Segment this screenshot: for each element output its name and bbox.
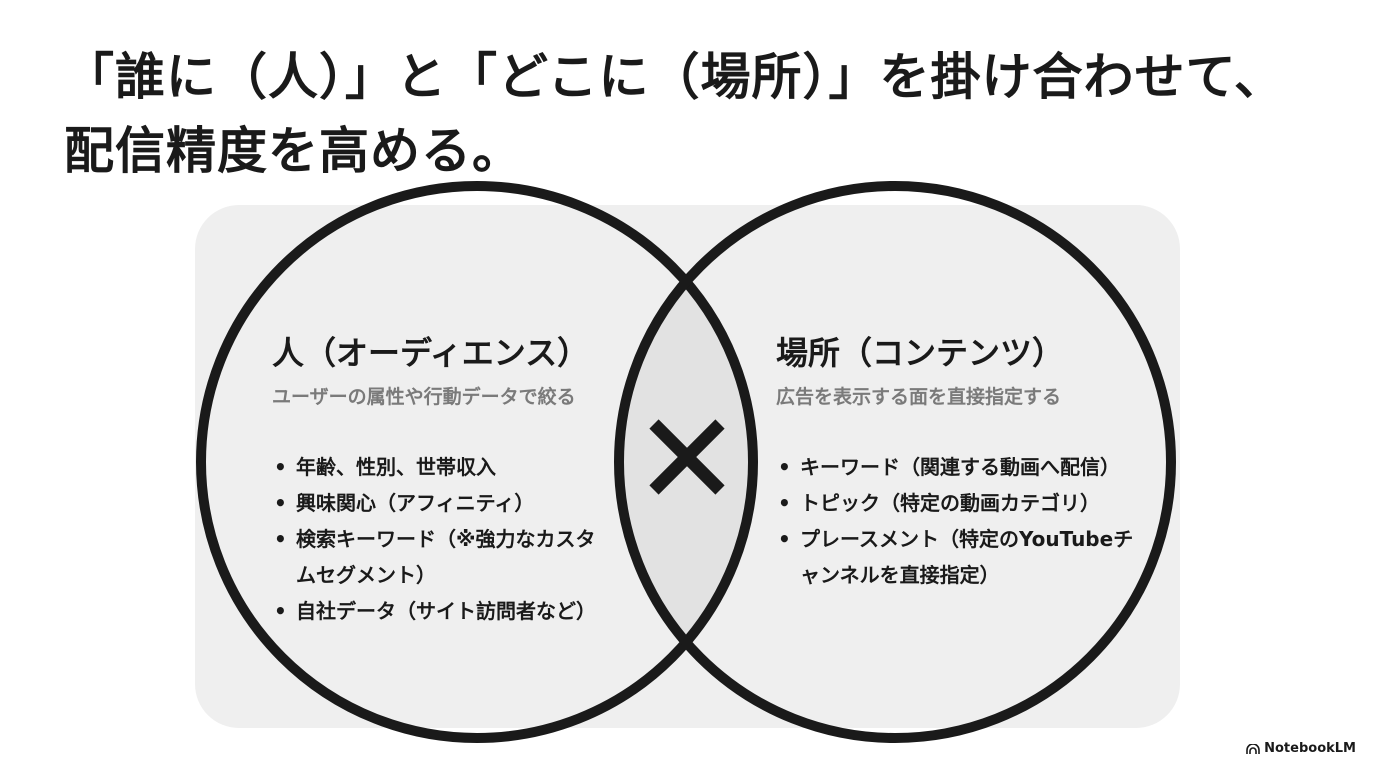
notebooklm-icon [1246, 743, 1260, 754]
list-item: 年齢、性別、世帯収入 [272, 449, 626, 485]
audience-heading: 人（オーディエンス） [272, 334, 590, 372]
audience-group: 人（オーディエンス） ユーザーの属性や行動データで絞る 年齢、性別、世帯収入 興… [272, 328, 626, 629]
list-item: 検索キーワード（※強力なカスタムセグメント） [272, 521, 606, 593]
brand-label: NotebookLM [1264, 741, 1356, 756]
list-item: 興味関心（アフィニティ） [272, 485, 626, 521]
audience-subheading: ユーザーの属性や行動データで絞る [272, 386, 576, 408]
left-circle [196, 181, 758, 743]
placement-heading: 場所（コンテンツ） [776, 334, 1065, 372]
list-item: トピック（特定の動画カテゴリ） [776, 485, 1160, 521]
placement-group: 場所（コンテンツ） 広告を表示する面を直接指定する キーワード（関連する動画へ配… [776, 328, 1160, 593]
list-item: プレースメント（特定のYouTubeチャンネルを直接指定） [776, 521, 1140, 593]
audience-list: 年齢、性別、世帯収入 興味関心（アフィニティ） 検索キーワード（※強力なカスタム… [272, 449, 626, 629]
title-line-2: 配信精度を高める。 [64, 122, 523, 180]
list-item: キーワード（関連する動画へ配信） [776, 449, 1160, 485]
notebooklm-logo: NotebookLM [1246, 741, 1356, 756]
slide-title: 「誰に（人）」と「どこに（場所）」を掛け合わせて、 配信精度を高める。 [64, 40, 1285, 188]
placement-list: キーワード（関連する動画へ配信） トピック（特定の動画カテゴリ） プレースメント… [776, 449, 1160, 593]
list-item: 自社データ（サイト訪問者など） [272, 593, 626, 629]
multiply-icon [649, 419, 725, 495]
title-line-1: 「誰に（人）」と「どこに（場所）」を掛け合わせて、 [64, 48, 1285, 106]
placement-subheading: 広告を表示する面を直接指定する [776, 386, 1062, 408]
